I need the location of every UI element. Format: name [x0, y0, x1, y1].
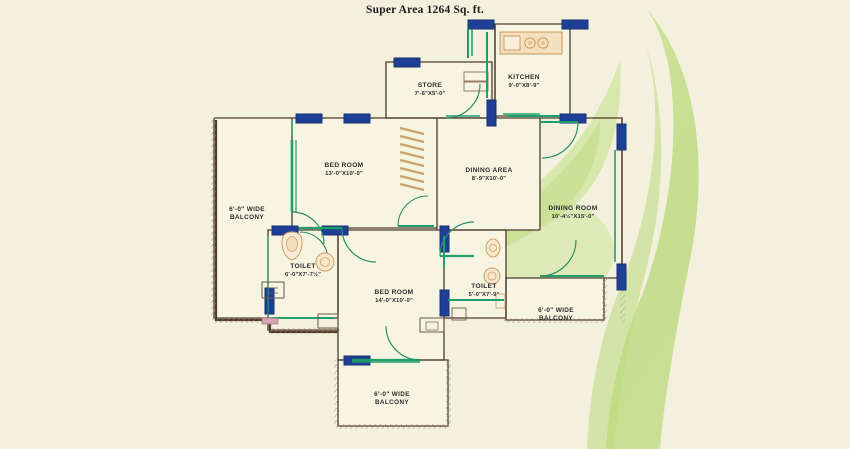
room-label-dining-area: DINING AREA 8'-9"X10'-0": [465, 167, 512, 183]
green-wall-accents: [291, 115, 560, 363]
room-dimension: 8'-9"X10'-0": [471, 175, 507, 182]
fixtures: [261, 31, 563, 333]
room-name: KITCHEN: [508, 74, 540, 81]
room-dimension: 14'-0"X10'-0": [375, 297, 413, 304]
balcony-width: 6'-0" WIDE: [229, 206, 265, 213]
room-label-store: STORE 7'-6"X5'-0": [415, 82, 446, 98]
balcony-railing-hatch: [211, 118, 625, 429]
room-name: BED ROOM: [374, 289, 414, 296]
room-label-toilet-1: TOILET 6'-0"X7'-7½": [285, 263, 321, 279]
room-name: BED ROOM: [324, 162, 364, 169]
room-name: TOILET: [471, 283, 497, 290]
room-dimension: 5'-0"X7'-9": [468, 291, 500, 298]
room-label-kitchen: KITCHEN 9'-0"X8'-9": [508, 74, 540, 90]
room-name: DINING AREA: [465, 167, 513, 174]
room-dimension: 6'-0"X7'-7½": [284, 271, 322, 278]
balcony-label-left: 6'-0" WIDE BALCONY: [229, 206, 265, 223]
balcony-name: BALCONY: [374, 399, 410, 407]
balcony-width: 6'-0" WIDE: [538, 307, 574, 314]
balcony-label-right: 6'-0" WIDE BALCONY: [538, 307, 574, 324]
room-label-toilet-2: TOILET 5'-0"X7'-9": [469, 283, 500, 299]
room-name: STORE: [417, 82, 443, 89]
balcony-name: BALCONY: [229, 214, 265, 222]
room-label-bed-room-1: BED ROOM 13'-0"X10'-0": [324, 162, 363, 178]
room-label-dining-room: DINING ROOM 10'-4½"X15'-0": [548, 205, 597, 221]
balcony-label-bottom: 6'-0" WIDE BALCONY: [374, 391, 410, 408]
room-name: TOILET: [290, 263, 316, 270]
page-title: Super Area 1264 Sq. ft.: [366, 4, 484, 16]
room-name: DINING ROOM: [548, 205, 598, 212]
room-floor-fills: [214, 24, 604, 426]
balcony-name: BALCONY: [538, 315, 574, 323]
room-dimension: 13'-0"X10'-0": [325, 170, 363, 177]
room-label-bed-room-2: BED ROOM 14'-0"X10'-0": [374, 289, 413, 305]
balcony-width: 6'-0" WIDE: [374, 391, 410, 398]
stair-hatch: [399, 126, 425, 192]
room-dimension: 7'-6"X5'-0": [414, 90, 446, 97]
room-dimension: 9'-0"X8'-9": [508, 82, 540, 89]
room-dimension: 10'-4½"X15'-0": [551, 213, 595, 220]
